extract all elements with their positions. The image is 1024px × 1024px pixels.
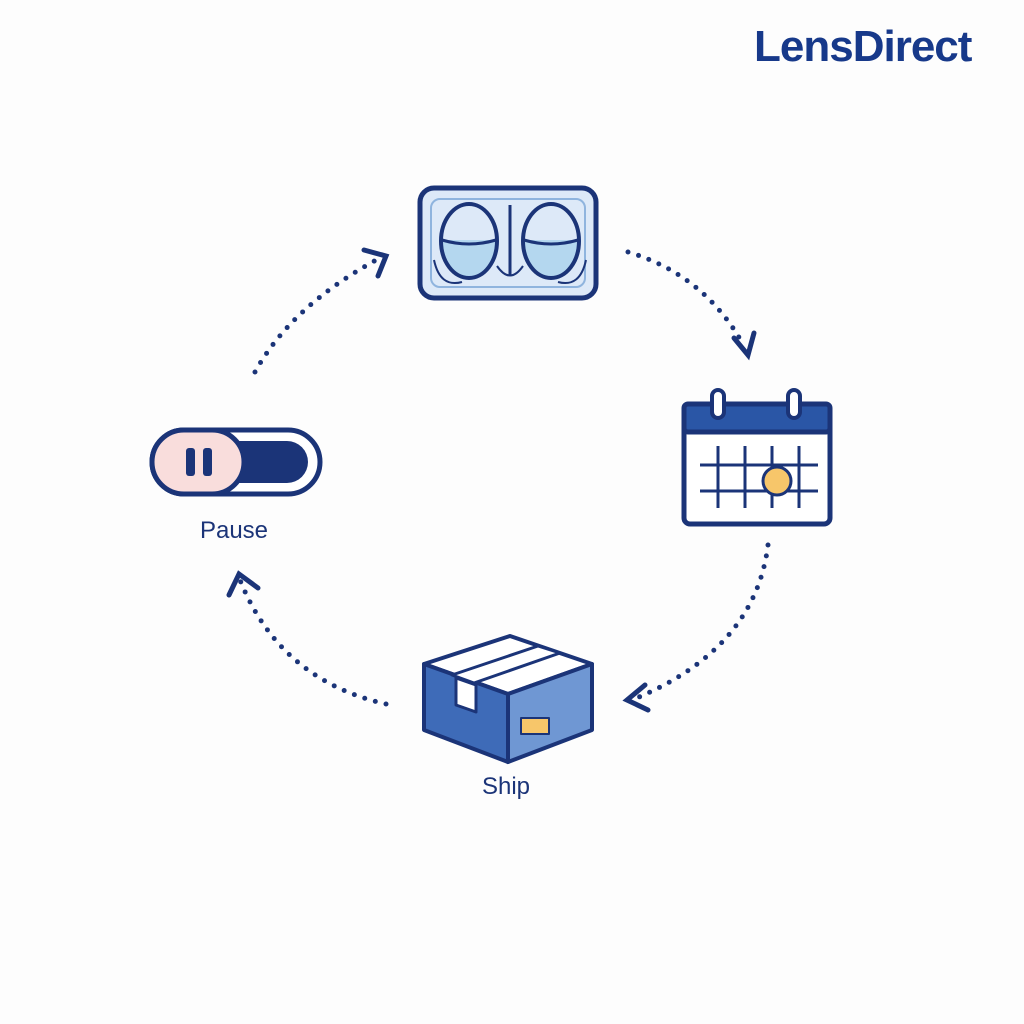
pause-toggle-icon <box>149 427 323 497</box>
ship-label: Ship <box>481 773 531 800</box>
arrow-lenses-to-calendar <box>625 249 757 361</box>
arrow-calendar-to-box <box>622 542 771 713</box>
arrow-pause-to-lenses <box>252 247 390 375</box>
contact-lens-case-icon <box>417 185 599 301</box>
calendar-icon <box>681 388 833 527</box>
brand-logo: LensDirect <box>754 22 972 71</box>
pause-label: Pause <box>199 517 269 544</box>
shipping-box-icon <box>422 634 594 764</box>
arrow-box-to-pause <box>226 570 389 707</box>
